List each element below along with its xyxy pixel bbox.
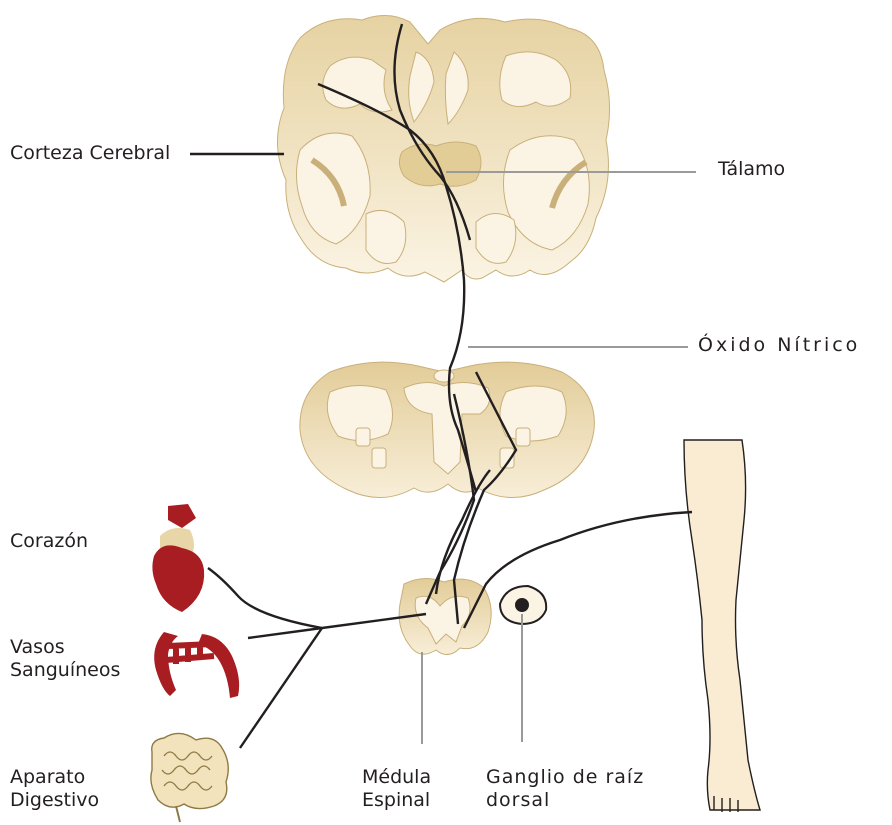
label-medula-espinal: Médula Espinal [362, 766, 431, 812]
label-medula-line2: Espinal [362, 789, 431, 812]
brain-coronal-section [277, 15, 609, 282]
label-ganglio-raiz-dorsal: Ganglio de raíz dorsal [486, 766, 644, 812]
brainstem-right-cavity [500, 386, 566, 441]
label-ganglio-line2: dorsal [486, 789, 644, 812]
leg-illustration [684, 440, 760, 812]
brainstem-nucleus-left-2 [372, 448, 386, 468]
label-oxido-nitrico: Óxido Nítrico [698, 334, 860, 357]
vessel-branches [166, 644, 214, 664]
label-aparato-line2: Digestivo [10, 789, 99, 812]
heart-icon [152, 504, 204, 612]
pathway-to-digestive [240, 628, 322, 748]
leg-outline [684, 440, 760, 810]
brainstem-nucleus-left [356, 428, 370, 446]
label-medula-line1: Médula [362, 766, 431, 789]
label-vasos-line1: Vasos [10, 636, 120, 659]
blood-vessels-icon [154, 632, 239, 698]
label-talamo: Tálamo [718, 158, 785, 181]
intestines-icon [151, 733, 228, 822]
label-aparato-digestivo: Aparato Digestivo [10, 766, 99, 812]
label-vasos-line2: Sanguíneos [10, 659, 120, 682]
pathway-to-heart [208, 568, 322, 628]
dorsal-root-ganglion [500, 586, 546, 624]
brainstem-section [300, 362, 595, 497]
label-vasos-sanguineos: Vasos Sanguíneos [10, 636, 120, 682]
label-corazon: Corazón [10, 530, 88, 553]
pathway-to-vessels [248, 628, 322, 638]
thalamus [399, 142, 481, 186]
label-corteza-cerebral: Corteza Cerebral [10, 142, 170, 165]
lower-right-gyri [476, 213, 516, 263]
heart-body [152, 545, 204, 612]
label-aparato-line1: Aparato [10, 766, 99, 789]
heart-upper-vessel [168, 504, 196, 528]
lower-left-gyri [366, 210, 406, 263]
label-ganglio-line1: Ganglio de raíz [486, 766, 644, 789]
pathway-leg-afferent [464, 512, 692, 628]
ganglion-nucleus [515, 598, 529, 612]
brainstem-nucleus-right [516, 428, 530, 446]
intestine-outlet [176, 806, 180, 822]
brainstem-canal [434, 370, 454, 382]
